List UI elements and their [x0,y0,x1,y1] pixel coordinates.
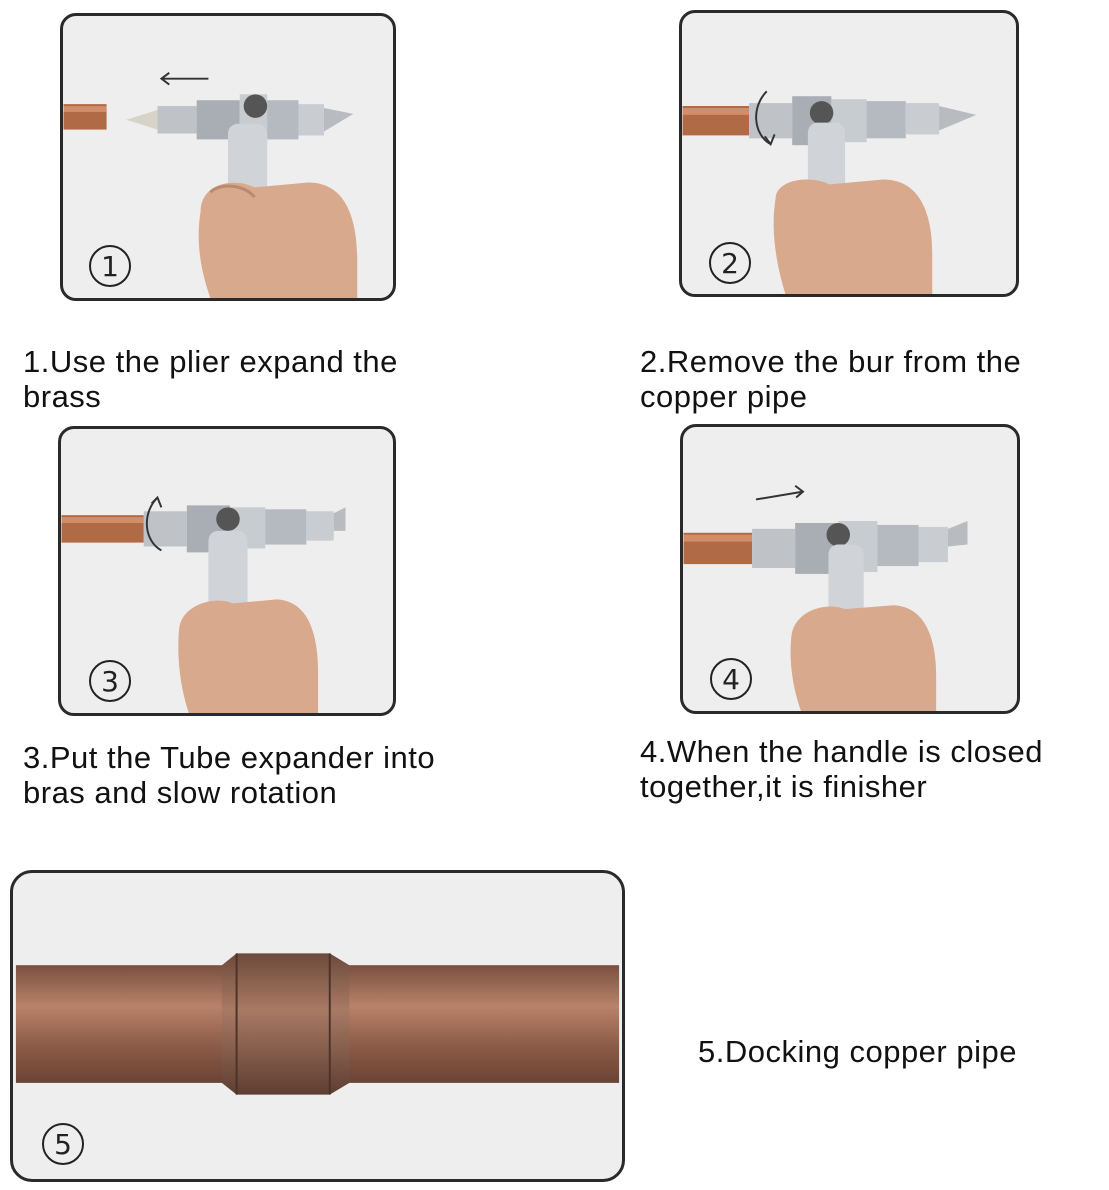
step-4-caption-line-2: together,it is finisher [640,769,928,804]
step-5-number-badge: 5 [42,1123,84,1165]
step-1-image: 1 [60,13,396,301]
step-2-image: 2 [679,10,1019,297]
tube-expander-tool-icon [61,495,346,713]
step-4-image: 4 [680,424,1020,714]
step-5-image: 5 [10,870,625,1182]
tube-expander-tool-icon [63,72,358,298]
step-3-image: 3 [58,426,396,716]
step-1-caption: 1.Use the plier expand the brass [23,344,398,414]
step-4-caption: 4.When the handle is closed together,it … [640,734,1043,804]
step-5-caption: 5.Docking copper pipe [698,1034,1017,1069]
step-3-number-badge: 3 [89,660,131,702]
rotation-arrow-icon [755,90,772,146]
step-2-caption-line-2: copper pipe [640,379,808,414]
step-2-caption: 2.Remove the bur from the copper pipe [640,344,1021,414]
step-3-caption-line-1: 3.Put the Tube expander into [23,740,436,775]
step-3-caption: 3.Put the Tube expander into bras and sl… [23,740,435,810]
step-1-caption-line-1: 1.Use the plier expand the [23,344,398,379]
step-2-number-badge: 2 [709,242,751,284]
step-4-caption-line-1: 4.When the handle is closed [640,734,1043,769]
direction-arrow-icon [755,490,804,501]
step-5-caption-line-1: 5.Docking copper pipe [698,1034,1017,1069]
step-2-caption-line-1: 2.Remove the bur from the [640,344,1022,379]
step-4-number-badge: 4 [710,658,752,700]
step-1-caption-line-2: brass [23,379,102,414]
step-3-caption-line-2: bras and slow rotation [23,775,338,810]
tube-expander-tool-icon [682,90,977,294]
tube-expander-tool-icon [683,484,968,711]
step-1-number-badge: 1 [89,245,131,287]
copper-pipe-icon [15,953,620,1095]
